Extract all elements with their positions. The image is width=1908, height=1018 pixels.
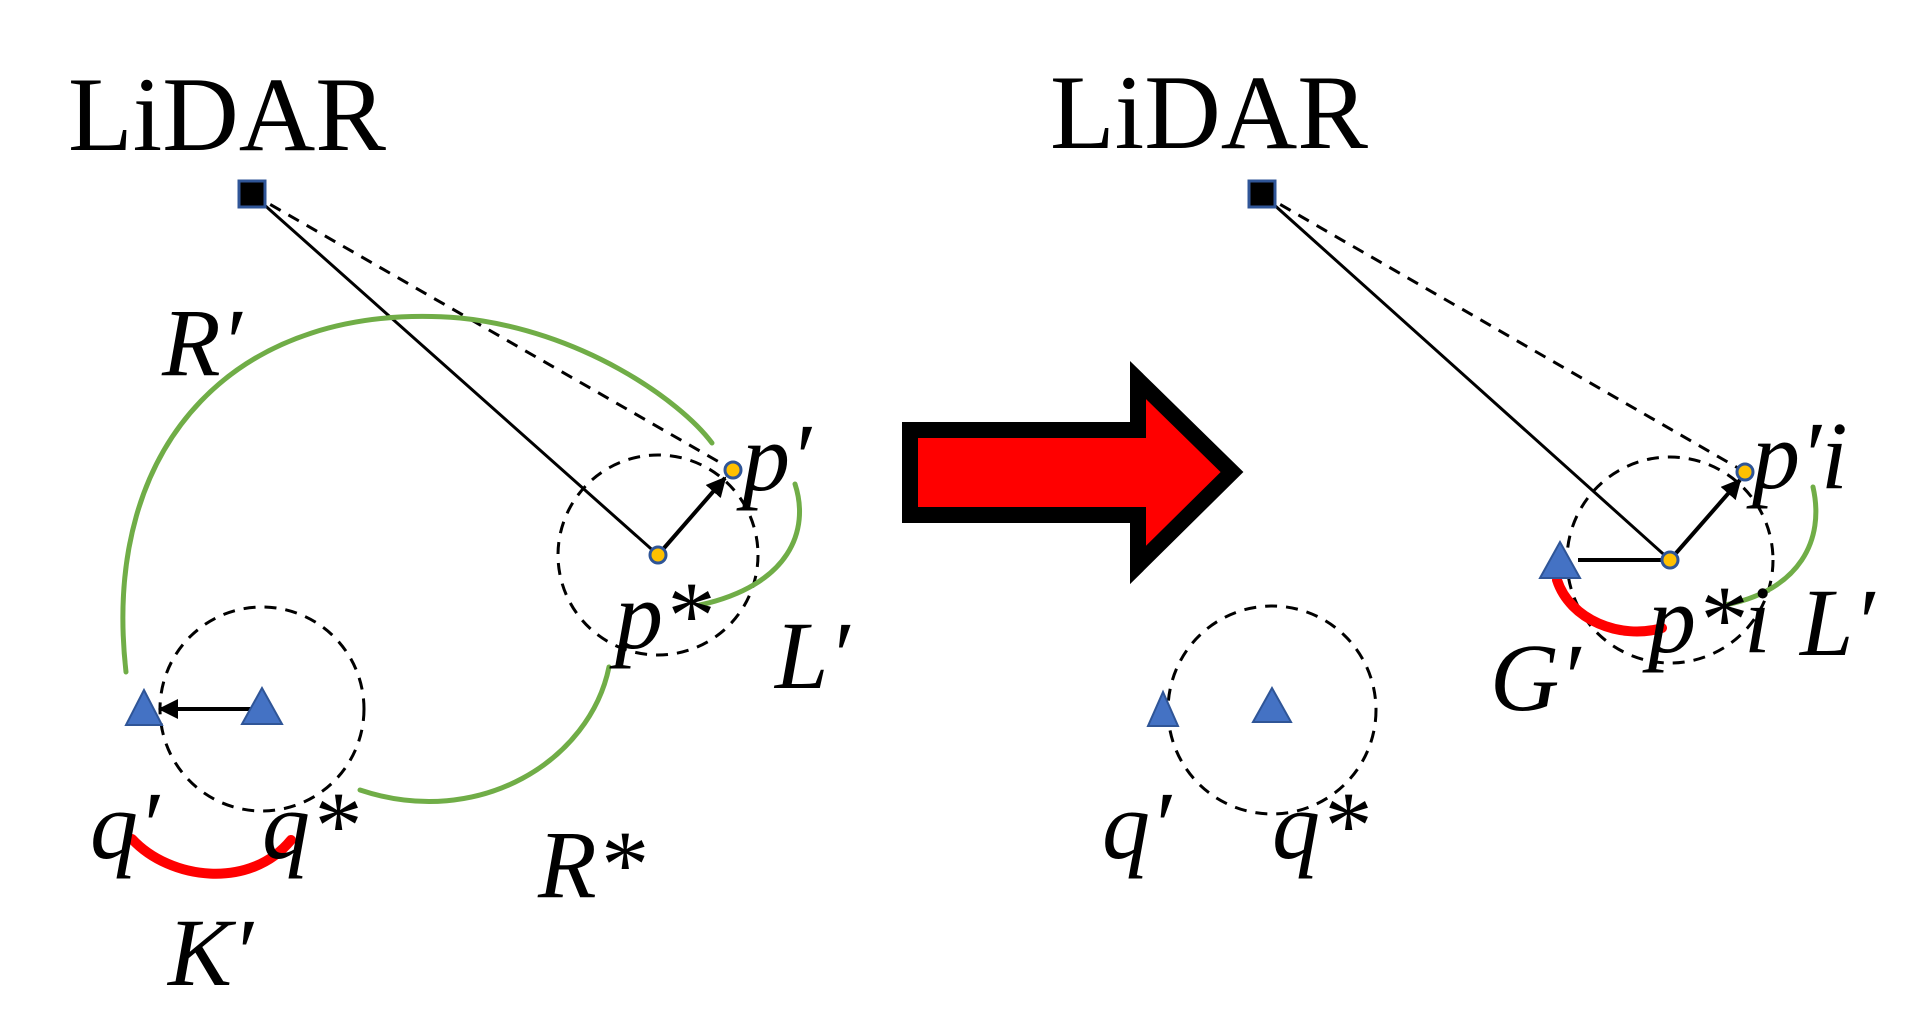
transition-arrow — [902, 360, 1244, 585]
left-q-prime-triangle — [124, 687, 164, 726]
left-label-p-prime: p′ — [736, 404, 813, 511]
right-label-p-i-star: p*i — [1642, 566, 1771, 673]
right-label-q-prime: q′ — [1102, 772, 1173, 879]
left-label-L-prime: L′ — [773, 602, 851, 709]
left-dashed-ray — [251, 192, 734, 472]
left-panel: LiDAR R′ p′ p* L′ q′ q* R* K′ — [68, 56, 851, 1006]
left-q-star-triangle — [240, 685, 284, 725]
left-label-K-prime: K′ — [166, 899, 255, 1006]
right-q-star-triangle — [1251, 685, 1293, 723]
left-arc-K-prime — [127, 834, 296, 879]
right-q-prime-triangle — [1146, 689, 1180, 727]
left-label-q-prime: q′ — [90, 772, 161, 879]
left-p-prime-point — [723, 460, 743, 480]
left-label-R-prime: R′ — [161, 289, 244, 396]
left-arc-L-prime — [697, 481, 803, 608]
left-p-star-point — [648, 545, 668, 565]
right-label-L-prime: L′ — [1798, 569, 1876, 676]
right-p-i-prime-point — [1735, 462, 1755, 482]
right-panel: LiDAR p′i p*i L′ G′ q′ q* — [1050, 54, 1876, 879]
left-label-p-star: p* — [609, 562, 711, 669]
left-p-star-circle — [556, 453, 760, 657]
right-solid-ray — [1260, 192, 1672, 562]
left-lidar-title: LiDAR — [68, 56, 386, 173]
right-label-G-prime: G′ — [1490, 624, 1582, 731]
left-arc-R-prime — [120, 314, 715, 675]
left-lidar-sensor — [237, 179, 267, 209]
right-label-p-i-prime: p′i — [1746, 402, 1848, 509]
right-p-arrow — [1668, 478, 1742, 562]
left-label-R-star: R* — [537, 811, 645, 918]
right-G-triangle — [1538, 539, 1582, 579]
right-lidar-sensor — [1247, 179, 1277, 209]
right-lidar-title: LiDAR — [1050, 54, 1368, 171]
right-arc-G-prime — [1552, 575, 1667, 637]
left-label-q-star: q* — [262, 772, 358, 879]
right-dashed-ray — [1261, 192, 1746, 474]
right-p-i-star-point — [1660, 550, 1680, 570]
left-p-arrow — [656, 476, 727, 557]
right-label-q-star: q* — [1272, 772, 1368, 879]
left-solid-ray — [251, 192, 659, 557]
right-arc-L-prime — [1722, 484, 1819, 608]
left-arc-R-star — [357, 664, 612, 804]
